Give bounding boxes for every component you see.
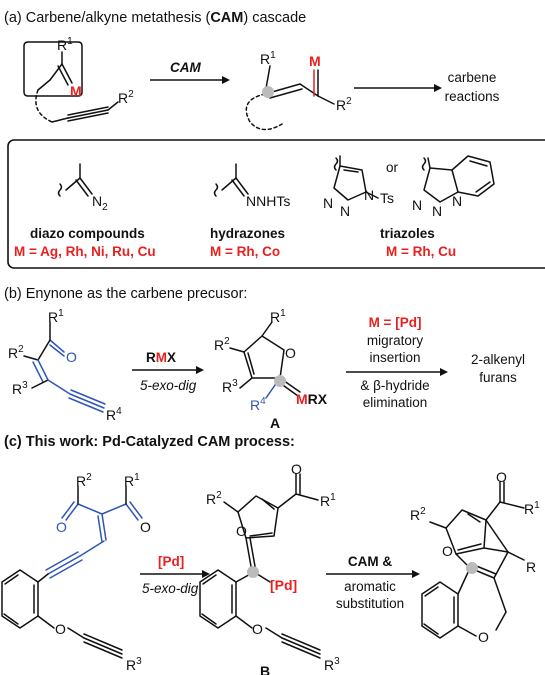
diazo-structure [57, 163, 93, 197]
panel-a-substrate [23, 41, 119, 123]
substrate-r2: R2 [76, 472, 92, 489]
panel-c-pd-catalyst: [Pd] [158, 554, 184, 569]
atom-m-product: M [309, 53, 321, 69]
furan-r2: R2 [214, 336, 230, 353]
diazo-metals: M = Ag, Rh, Ni, Ru, Cu [14, 244, 156, 259]
atom-r1: R1 [57, 36, 73, 53]
panel-c-product [421, 481, 525, 639]
enynone-structure [23, 321, 106, 413]
product-o-furan: O [442, 543, 453, 559]
product-ether-o: O [478, 629, 489, 645]
hydrazone-structure [213, 163, 249, 197]
hydrazone-metals: M = Rh, Co [210, 244, 280, 259]
carbene-reaction-arrow [354, 84, 442, 92]
carbene-reactions-line2: reactions [445, 89, 500, 104]
panel-b-arrow [132, 366, 204, 374]
panel-c-arrow-2 [326, 570, 420, 578]
triazole-n2: N [340, 203, 350, 219]
panel-b-step-2: insertion [369, 350, 420, 365]
intermediate-b-highlight-dot [247, 566, 259, 578]
panel-b-step-4: elimination [363, 395, 428, 410]
hydrazone-nnhts-group: NNHTs [246, 193, 290, 209]
intermediate-a-label: A [270, 415, 280, 431]
atom-r2-product: R2 [336, 96, 352, 113]
enynone-o: O [66, 349, 77, 365]
intermediate-b-r1: R1 [320, 492, 336, 509]
intermediate-b-r3: R3 [324, 656, 340, 673]
triazole-n3: N [364, 187, 374, 203]
triazole-structure [333, 155, 379, 201]
panel-b-exo-dig: 5-exo-dig [140, 378, 197, 393]
product-r3: R [526, 559, 536, 575]
pyridotriazole-structure [421, 155, 495, 203]
furan-r1: R1 [270, 308, 286, 325]
enynone-r2: R2 [8, 344, 24, 361]
substrate-r1: R1 [124, 472, 140, 489]
metathesis-highlight-dot [262, 86, 274, 98]
panel-b-arrow-2 [346, 368, 448, 376]
diazo-n2-group: N2 [92, 193, 108, 213]
triazole-n: N [323, 195, 333, 211]
pyridotriazole-n2: N [432, 203, 442, 219]
product-o-ketone: O [496, 469, 507, 485]
enynone-r3: R3 [12, 380, 28, 397]
enynone-r1: R1 [48, 308, 64, 325]
panel-b-product-line1: 2-alkenyl [471, 352, 525, 367]
furan-o: O [285, 345, 296, 361]
panel-c-title: (c) This work: Pd-Catalyzed CAM process: [4, 434, 295, 450]
pyridotriazole-n3: N [452, 193, 462, 209]
furan-r3: R3 [222, 378, 238, 395]
intermediate-b-label: B [260, 663, 270, 675]
triazole-metals: M = Rh, Cu [386, 244, 456, 259]
furan-r4: R4 [250, 396, 266, 413]
panel-a-title: (a) Carbene/alkyne metathesis (CAM) casc… [4, 10, 306, 26]
panel-a-product [245, 65, 335, 131]
cam-arrow [150, 76, 230, 84]
pyridotriazole-n1: N [412, 197, 422, 213]
panel-b-step-1: migratory [367, 333, 424, 348]
panel-c-substitution-label: substitution [336, 596, 404, 611]
product-r1: R1 [524, 500, 540, 517]
product-highlight-dot [466, 562, 478, 574]
intermediate-b-ether-o: O [252, 621, 263, 637]
panel-c-substrate [1, 485, 143, 659]
substrate-r3: R3 [126, 656, 142, 673]
atom-m: M [70, 83, 82, 99]
panel-b-step-3: & β-hydride [360, 378, 429, 393]
furan-mrx: MRX [296, 391, 328, 407]
panel-c-cam-label: CAM & [348, 554, 392, 569]
triazole-or: or [386, 160, 399, 175]
intermediate-b-pd: [Pd] [270, 577, 297, 593]
atom-r2: R2 [118, 89, 134, 106]
triazole-name: triazoles [380, 226, 435, 241]
panel-b-metal-label: M = [Pd] [369, 315, 422, 330]
panel-c-aromatic-label: aromatic [344, 579, 396, 594]
panel-c-exo-dig: 5-exo-dig [142, 581, 199, 596]
intermediate-b-r2: R2 [206, 490, 222, 507]
panel-c-arrow-1 [140, 570, 210, 578]
substrate-o-left: O [56, 519, 67, 535]
triazole-ts: Ts [380, 190, 394, 206]
substrate-o-right: O [140, 519, 151, 535]
enynone-r4: R4 [106, 406, 122, 423]
carbene-reactions-line1: carbene [448, 70, 497, 85]
intermediate-b-o-furan: O [236, 523, 247, 539]
intermediate-b-o-ketone: O [291, 461, 302, 477]
panel-b-product-line2: furans [479, 370, 517, 385]
substrate-ether-o: O [55, 621, 66, 637]
panel-b-reagent: RMX [146, 350, 176, 365]
hydrazone-name: hydrazones [210, 226, 285, 241]
furan-highlight-dot [274, 375, 286, 387]
precursor-box [7, 139, 545, 269]
cam-arrow-label: CAM [170, 60, 201, 75]
atom-r1-product: R1 [260, 50, 276, 67]
diazo-name: diazo compounds [30, 226, 145, 241]
panel-b-title: (b) Enynone as the carbene precusor: [4, 286, 247, 302]
product-r2: R2 [410, 506, 426, 523]
